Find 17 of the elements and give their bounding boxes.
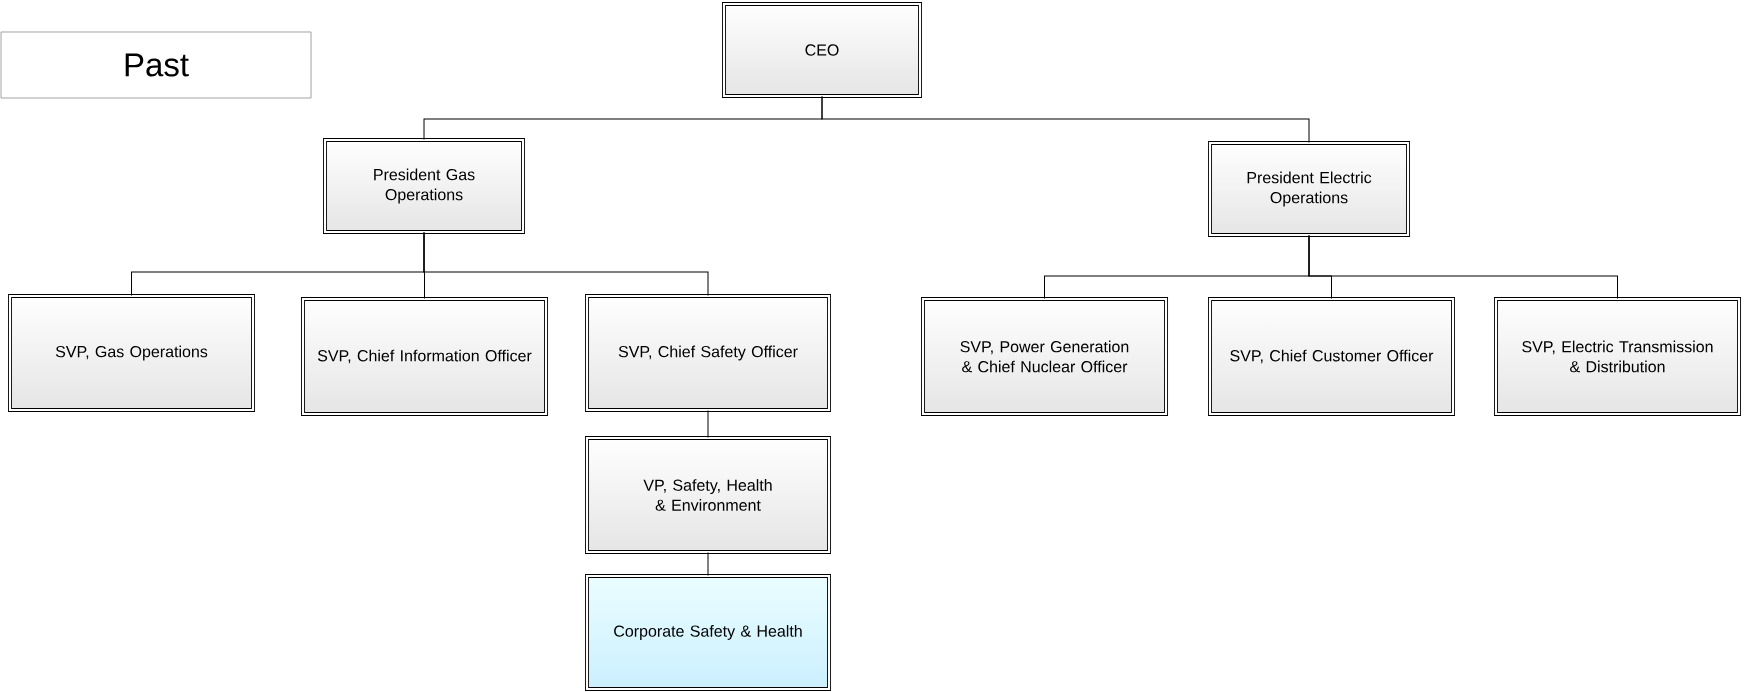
org-box: President Electric Operations <box>1208 141 1410 237</box>
org-box: SVP, Chief Information Officer <box>301 297 548 416</box>
connector-line <box>821 95 1310 144</box>
connector-line <box>707 409 709 439</box>
org-box: SVP, Gas Operations <box>8 294 255 412</box>
org-box: President Gas Operations <box>323 138 525 234</box>
connector-line <box>707 551 709 577</box>
connector-line <box>423 231 709 297</box>
org-box: SVP, Chief Safety Officer <box>585 294 831 412</box>
org-box: VP, Safety, Health & Environment <box>585 436 831 554</box>
title-box: Past <box>0 31 312 99</box>
connector-line <box>1308 234 1618 300</box>
org-box: CEO <box>722 2 922 98</box>
org-box: Corporate Safety & Health <box>585 574 831 691</box>
org-box: SVP, Power Generation & Chief Nuclear Officer <box>921 297 1168 416</box>
org-box: SVP, Chief Customer Officer <box>1208 297 1455 416</box>
org-box: SVP, Electric Transmission & Distribution <box>1494 297 1741 416</box>
